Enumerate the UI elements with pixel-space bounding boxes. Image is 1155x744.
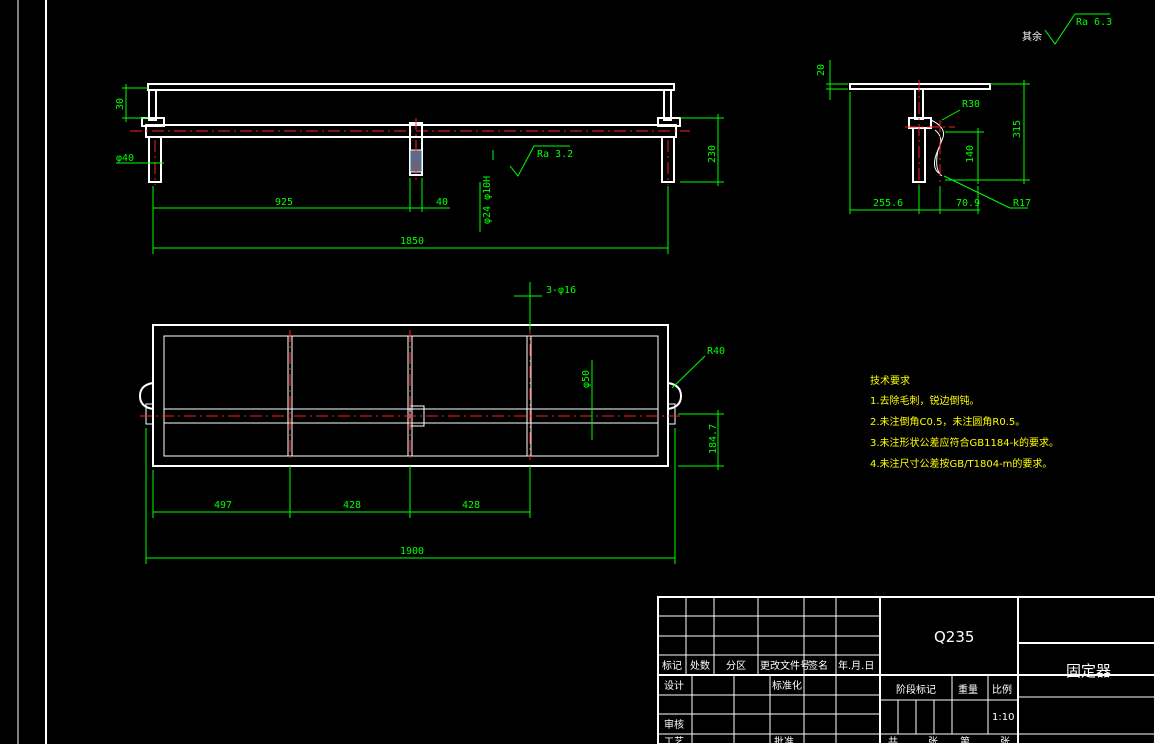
tech-notes-heading: 技术要求 bbox=[870, 374, 910, 387]
front-right-upper-post bbox=[663, 89, 672, 121]
dim-radius-bottom: R17 bbox=[1013, 198, 1031, 209]
header-count: 处数 bbox=[690, 659, 710, 672]
label-approve: 批准 bbox=[774, 735, 794, 744]
tech-note-3: 3.未注形状公差应符合GB1184-k的要求。 bbox=[870, 436, 1059, 449]
roughness-other-value: Ra 6.3 bbox=[1076, 17, 1112, 28]
dim-radius-top: R30 bbox=[962, 99, 980, 110]
label-scale: 比例 bbox=[992, 683, 1012, 696]
front-right-clamp bbox=[657, 117, 681, 127]
header-zone: 分区 bbox=[726, 660, 746, 672]
plan-rib-3 bbox=[526, 335, 532, 457]
tech-note-4: 4.未注尺寸公差按GB/T1804-m的要求。 bbox=[870, 457, 1052, 470]
dim-holes: 3-φ16 bbox=[546, 285, 576, 296]
plan-left-ear bbox=[138, 382, 154, 410]
label-review: 审核 bbox=[664, 718, 684, 731]
plan-view: 3-φ16 R40 φ50 184.7 497 428 428 1900 bbox=[138, 282, 725, 564]
label-sheets-2: 张 bbox=[1000, 736, 1010, 744]
label-stage-mark: 阶段标记 bbox=[896, 683, 936, 696]
material-value: Q235 bbox=[934, 628, 974, 646]
dim-dia-50: φ50 bbox=[581, 370, 592, 388]
header-date: 年.月.日 bbox=[838, 659, 874, 672]
dim-overall-length: 1850 bbox=[400, 236, 424, 247]
dim-top-height: 30 bbox=[115, 98, 126, 110]
front-view: 30 φ40 925 40 1850 230 Ra 3.2 φ24 φ10H bbox=[115, 83, 724, 254]
dim-hole-width: 40 bbox=[436, 197, 448, 208]
label-weight: 重量 bbox=[958, 683, 978, 696]
dim-leg-dia: φ40 bbox=[116, 153, 134, 164]
tech-notes: 技术要求 1.去除毛刺，锐边倒钝。 2.未注倒角C0.5，未注圆角R0.5。 3… bbox=[870, 374, 1059, 470]
dim-offset-709: 70.9 bbox=[956, 198, 980, 209]
front-top-bar bbox=[147, 83, 675, 91]
dim-width-1847: 184.7 bbox=[708, 424, 719, 454]
roughness-32-icon bbox=[509, 145, 570, 177]
dim-radius-plan: R40 bbox=[707, 346, 725, 357]
dim-height-140: 140 bbox=[965, 145, 976, 163]
front-left-leg bbox=[148, 136, 162, 183]
label-standardization: 标准化 bbox=[772, 679, 802, 692]
dim-span-428a: 428 bbox=[343, 500, 361, 511]
dim-span-497: 497 bbox=[214, 500, 232, 511]
dim-total-height: 230 bbox=[707, 145, 718, 163]
label-sheet-no: 第 bbox=[960, 735, 970, 744]
title-block: 标记 处数 分区 更改文件号 签名 年.月.日 设计 标准化 审核 工艺 批准 … bbox=[657, 596, 1155, 744]
roughness-other-label: 其余 bbox=[1022, 30, 1042, 43]
side-hook-inner bbox=[934, 129, 942, 175]
dim-height-315: 315 bbox=[1012, 120, 1023, 138]
front-left-upper-post bbox=[148, 89, 157, 121]
header-signature: 签名 bbox=[808, 659, 828, 672]
plan-right-lug bbox=[667, 403, 676, 425]
header-change-doc: 更改文件号 bbox=[760, 659, 810, 672]
label-design: 设计 bbox=[664, 679, 684, 692]
title-block-border bbox=[657, 596, 1155, 744]
label-sheets: 张 bbox=[928, 736, 938, 744]
general-roughness-note: 其余 Ra 6.3 bbox=[1022, 13, 1112, 45]
tech-note-2: 2.未注倒角C0.5，未注圆角R0.5。 bbox=[870, 415, 1025, 428]
plan-inner-frame bbox=[163, 335, 659, 457]
front-right-leg bbox=[661, 136, 675, 183]
front-left-clamp bbox=[141, 117, 165, 127]
dim-overall-1900: 1900 bbox=[400, 546, 424, 557]
side-view: 20 R30 315 140 255.6 70.9 R17 bbox=[816, 60, 1031, 214]
scale-value: 1:10 bbox=[992, 712, 1014, 723]
header-mark: 标记 bbox=[662, 660, 682, 672]
side-hook-outer bbox=[930, 119, 945, 177]
tech-note-1: 1.去除毛刺，锐边倒钝。 bbox=[870, 394, 980, 407]
dim-span-428b: 428 bbox=[462, 500, 480, 511]
label-total: 共 bbox=[888, 736, 898, 744]
dim-pin-dia: φ24 φ10H bbox=[482, 176, 493, 224]
part-name: 固定器 bbox=[1066, 662, 1111, 680]
dim-roughness: Ra 3.2 bbox=[537, 149, 573, 160]
plan-left-lug bbox=[145, 403, 154, 425]
roughness-symbol-icon bbox=[1044, 13, 1110, 45]
dim-plate-thickness: 20 bbox=[816, 64, 827, 76]
dim-offset-2556: 255.6 bbox=[873, 198, 903, 209]
dim-left-span: 925 bbox=[275, 197, 293, 208]
label-process: 工艺 bbox=[664, 736, 684, 744]
